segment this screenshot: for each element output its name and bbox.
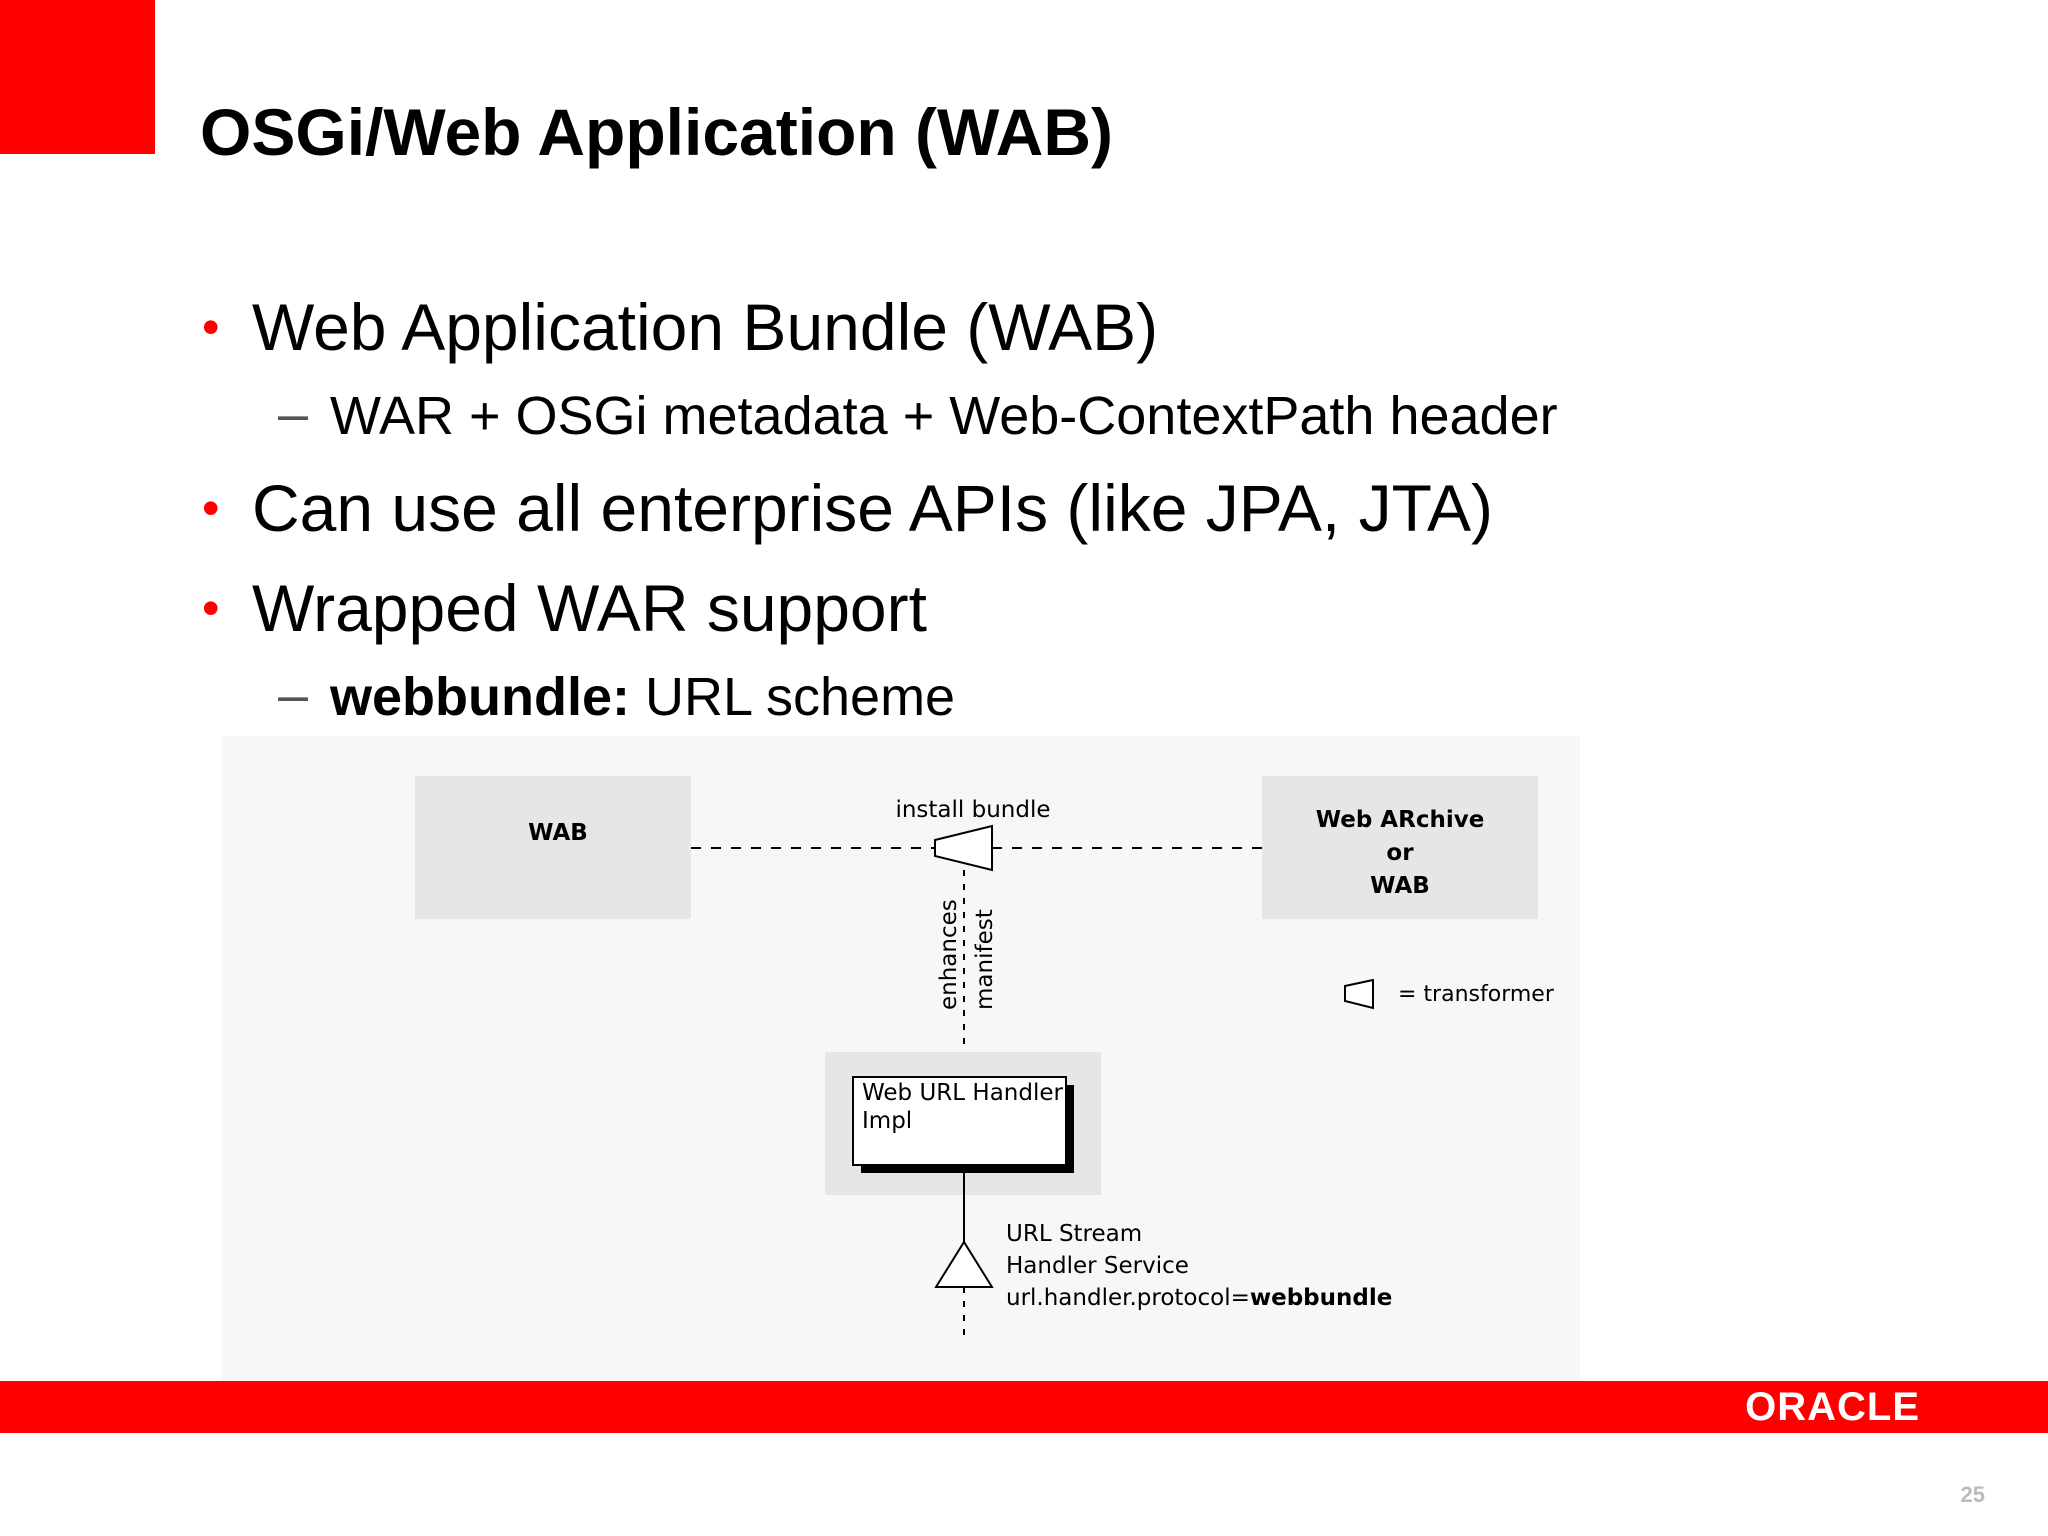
web-archive-wab-label: WAB <box>1370 873 1430 899</box>
service-triangle-icon <box>934 1240 994 1288</box>
handler-label: Web URL Handler <box>862 1080 1064 1106</box>
dash-icon: – <box>278 665 309 725</box>
handler-box <box>852 1076 1067 1166</box>
sub-bullet-item: – WAR + OSGi metadata + Web-ContextPath … <box>278 383 1558 449</box>
bullet-dot-icon: • <box>202 580 220 636</box>
bullet-dot-icon: • <box>202 480 220 536</box>
sub-bullet-text: WAR + OSGi metadata + Web-ContextPath he… <box>330 386 1558 446</box>
bullet-item: • Can use all enterprise APIs (like JPA,… <box>202 468 1494 548</box>
service-label-line3: url.handler.protocol=webbundle <box>1006 1285 1392 1311</box>
web-archive-or-label: or <box>1386 840 1414 866</box>
service-label-line2: Handler Service <box>1006 1253 1189 1279</box>
manifest-label: manifest <box>972 909 998 1010</box>
corner-accent <box>0 0 155 154</box>
bullet-item: • Web Application Bundle (WAB) <box>202 287 1159 367</box>
slide-title: OSGi/Web Application (WAB) <box>200 95 1113 169</box>
sub-bullet-bold-text: webbundle: <box>330 667 630 727</box>
transformer-icon <box>934 824 993 872</box>
footer-bar <box>0 1381 2048 1433</box>
wab-box <box>415 776 691 919</box>
dash-icon: – <box>278 384 309 444</box>
bullet-dot-icon: • <box>202 299 220 355</box>
sub-bullet-item: – webbundle: URL scheme <box>278 664 956 730</box>
install-bundle-label: install bundle <box>895 797 1050 823</box>
page-number: 25 <box>1960 1482 1985 1507</box>
bullet-text: Web Application Bundle (WAB) <box>252 290 1159 364</box>
web-archive-box <box>1262 776 1538 919</box>
handler-impl-label: Impl <box>862 1108 912 1134</box>
enhances-label: enhances <box>936 899 962 1010</box>
wab-box-label: WAB <box>528 820 588 846</box>
legend-transformer-icon <box>1344 978 1374 1010</box>
protocol-value: webbundle <box>1250 1285 1392 1311</box>
sub-bullet-text: URL scheme <box>629 667 956 727</box>
web-archive-label: Web ARchive <box>1316 807 1485 833</box>
bullet-item: • Wrapped WAR support <box>202 568 927 648</box>
service-label-line1: URL Stream <box>1006 1221 1142 1247</box>
bullet-text: Can use all enterprise APIs (like JPA, J… <box>252 471 1494 545</box>
protocol-prefix: url.handler.protocol= <box>1006 1285 1250 1311</box>
oracle-logo: ORACLE <box>1745 1385 1920 1429</box>
bullet-text: Wrapped WAR support <box>252 571 927 645</box>
legend-label: = transformer <box>1398 982 1555 1007</box>
